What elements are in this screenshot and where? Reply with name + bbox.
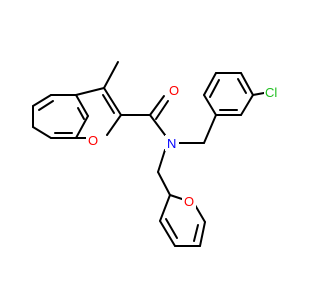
carbonyl-oxygen-label: O xyxy=(169,83,179,98)
label-background xyxy=(165,135,179,151)
bond xyxy=(149,95,165,116)
bond xyxy=(237,78,247,94)
bond xyxy=(193,224,199,242)
bond xyxy=(203,94,217,116)
bond xyxy=(203,114,217,144)
bond xyxy=(199,221,206,247)
label-background xyxy=(86,132,100,148)
furan-oxygen-label: O xyxy=(184,194,194,209)
bond-layer xyxy=(32,61,265,247)
bond xyxy=(32,126,52,139)
bond xyxy=(155,100,169,120)
label-background xyxy=(264,84,282,100)
bond xyxy=(38,100,54,111)
bond xyxy=(149,114,166,136)
structure-canvas: O N Cl O O xyxy=(32,61,282,247)
bond xyxy=(77,107,85,120)
bond xyxy=(209,79,220,98)
benzofuran-oxygen-label: O xyxy=(88,133,98,148)
bond xyxy=(32,94,52,107)
label-background xyxy=(167,82,181,98)
bond xyxy=(75,94,89,117)
atom-label-layer: O N Cl O O xyxy=(86,82,282,209)
bond xyxy=(75,87,105,96)
bond xyxy=(240,72,254,96)
bond xyxy=(103,87,122,116)
bond xyxy=(159,194,171,222)
molecule-diagram: O N Cl O O xyxy=(32,61,282,247)
bond xyxy=(106,114,122,136)
amide-nitrogen-label: N xyxy=(167,136,176,151)
bond xyxy=(252,92,265,96)
bond xyxy=(157,149,166,173)
label-background xyxy=(182,193,196,209)
bond xyxy=(165,218,178,239)
bond xyxy=(194,204,206,223)
bond xyxy=(157,171,171,196)
bond xyxy=(103,61,119,89)
chlorine-label: Cl xyxy=(265,85,277,100)
bond xyxy=(240,94,254,116)
bond xyxy=(159,220,176,247)
bond xyxy=(203,72,217,96)
bond xyxy=(102,94,115,114)
bond xyxy=(75,115,89,139)
